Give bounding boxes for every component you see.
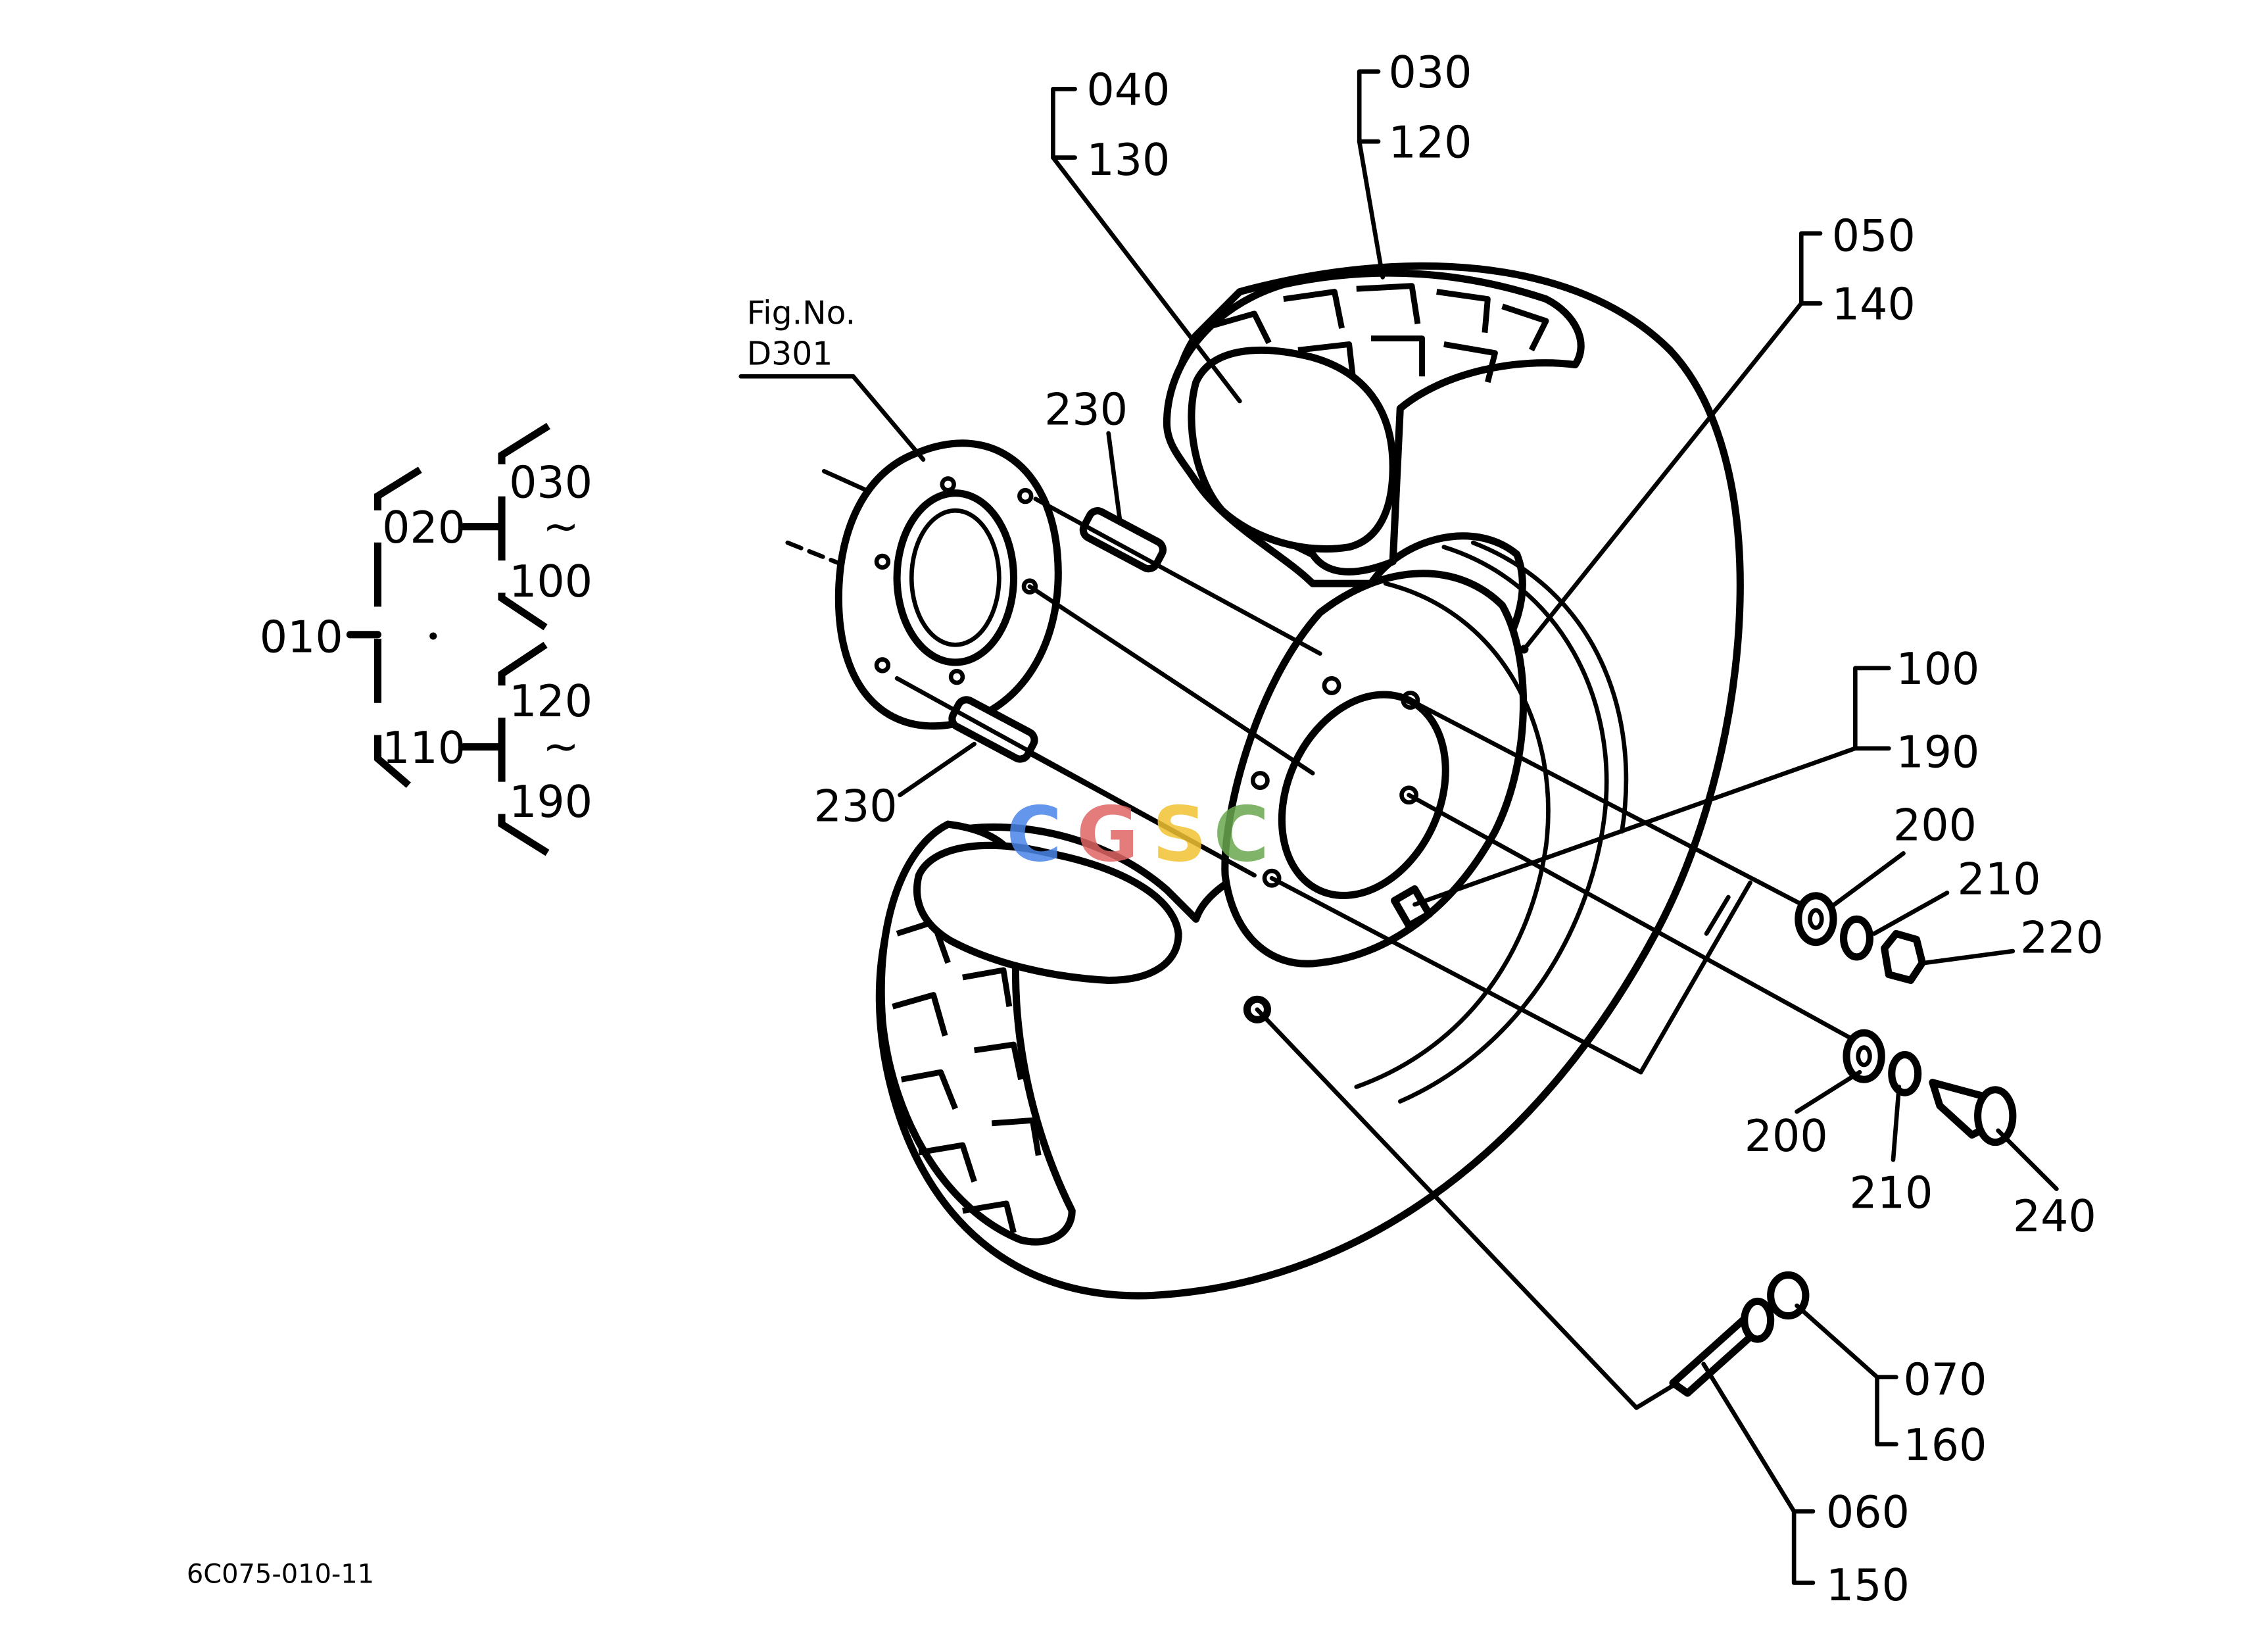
callout-160: 160 xyxy=(1903,1419,1987,1471)
hub-flange-bore xyxy=(893,489,1018,666)
tree-branch-b-to: 190 xyxy=(509,776,592,827)
callout-030: 030 xyxy=(1389,47,1472,98)
callout-labels: 040 130 030 120 050 140 230 230 100 190 … xyxy=(814,47,2104,1611)
nut xyxy=(1881,929,1926,984)
callout-240: 240 xyxy=(2013,1191,2096,1242)
fig-ref-number: D301 xyxy=(747,335,833,372)
tire-upper-cross-section xyxy=(1188,346,1397,553)
callout-130: 130 xyxy=(1086,134,1170,185)
tire-assembly xyxy=(875,262,1744,1300)
tree-branch-b-label: 110 xyxy=(382,722,466,774)
tire-lower-cross-section xyxy=(913,841,1182,984)
watermark-letter-1: C xyxy=(1006,791,1062,879)
callout-070: 070 xyxy=(1903,1354,1987,1405)
watermark-letter-4: C xyxy=(1213,791,1269,879)
callout-190: 190 xyxy=(1896,727,1979,778)
fig-ref-label: Fig.No. xyxy=(747,294,856,332)
callout-210-lower: 210 xyxy=(1849,1167,1933,1218)
callout-040: 040 xyxy=(1086,64,1170,116)
drawing-code: 6C075-010-11 xyxy=(187,1559,374,1589)
branch-b-bracket xyxy=(498,641,550,857)
valve-assembly xyxy=(1255,1007,1810,1410)
tree-branch-a-to: 100 xyxy=(509,556,592,607)
callout-200-upper: 200 xyxy=(1893,800,1977,851)
tree-branch-b-tilde: ~ xyxy=(543,721,579,772)
callout-060: 060 xyxy=(1826,1487,1910,1538)
callout-150: 150 xyxy=(1826,1560,1910,1611)
wheel-studs xyxy=(894,497,1322,878)
root-bracket xyxy=(374,466,423,798)
watermark-letter-3: S xyxy=(1152,791,1207,879)
watermark-letter-2: G xyxy=(1076,791,1139,879)
tree-branch-a-tilde: ~ xyxy=(543,501,579,552)
washer-lower xyxy=(1843,1029,1885,1083)
callout-230-lower: 230 xyxy=(814,781,898,832)
branch-a-bracket xyxy=(498,422,550,631)
parts-hierarchy-tree: 010 020 030 ~ 100 110 120 ~ 190 xyxy=(260,422,592,857)
tree-branch-a-label: 020 xyxy=(382,502,466,553)
hub-flange xyxy=(785,439,1062,730)
tree-root-label: 010 xyxy=(260,611,343,662)
lock-washer-upper xyxy=(1840,915,1874,961)
tree-branch-a-from: 030 xyxy=(509,456,592,508)
watermark-logo: C G S C xyxy=(1006,791,1269,879)
callout-200-lower: 200 xyxy=(1745,1110,1828,1162)
callout-230-upper: 230 xyxy=(1044,383,1128,435)
callout-210-upper: 210 xyxy=(1958,854,2041,905)
tree-branch-b-from: 120 xyxy=(509,676,592,727)
washer-upper xyxy=(1795,892,1837,946)
callout-220: 220 xyxy=(2020,912,2104,963)
fastener-hardware xyxy=(1269,698,2017,1146)
callout-100: 100 xyxy=(1896,643,1979,695)
callout-leaders xyxy=(738,69,2059,1585)
stud-upper xyxy=(1079,507,1167,573)
callout-050: 050 xyxy=(1832,210,1916,261)
lock-washer-lower xyxy=(1888,1050,1922,1096)
callout-140: 140 xyxy=(1832,279,1916,330)
valve-body xyxy=(1741,1297,1775,1343)
callout-120: 120 xyxy=(1389,117,1472,168)
